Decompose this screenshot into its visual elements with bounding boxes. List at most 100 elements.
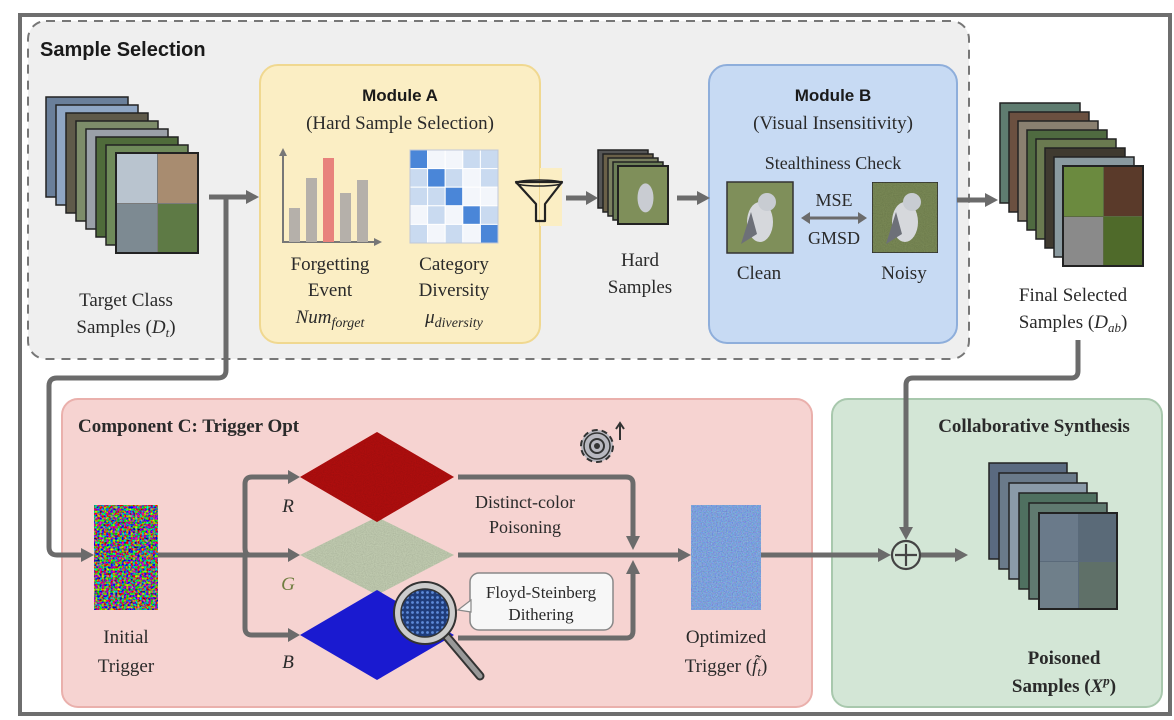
- matrix-cell: [462, 205, 481, 225]
- dithering-line2: Dithering: [508, 605, 574, 624]
- stack-card-border: [1038, 512, 1118, 610]
- matrix-cell: [479, 168, 499, 188]
- bird-head: [903, 193, 921, 211]
- matrix-cell: [409, 149, 429, 170]
- matrix-cell: [462, 186, 481, 207]
- gmsd-label: GMSD: [808, 228, 860, 248]
- diversity-line2: Diversity: [419, 280, 490, 301]
- target-label-line2: Samples (Dt): [76, 317, 175, 340]
- target-class-image-stack: [45, 96, 199, 254]
- final-label-line1: Final Selected: [1019, 285, 1128, 306]
- synthesis-title: Collaborative Synthesis: [938, 416, 1130, 437]
- bird-wing: [741, 212, 757, 244]
- red-channel-diamond: [300, 432, 454, 522]
- forgetting-line1: Forgetting: [291, 254, 370, 275]
- clean-bird-image: [726, 181, 794, 254]
- dithering-line1: Floyd-Steinberg: [486, 583, 597, 602]
- hard-samples-stack: [597, 149, 669, 225]
- magnifier-icon: [393, 581, 485, 681]
- module-a-subtitle: (Hard Sample Selection): [306, 113, 494, 134]
- sample-selection-title: Sample Selection: [40, 39, 206, 61]
- matrix-cell: [427, 149, 446, 170]
- matrix-cell: [409, 186, 429, 207]
- sample-photo: [1040, 514, 1078, 561]
- matrix-cell: [427, 186, 446, 207]
- final-label-line2: Samples (Dab): [1019, 312, 1128, 335]
- poisoned-line2: Samples (Xp): [1012, 673, 1116, 697]
- sample-photo: [1064, 167, 1103, 216]
- sample-photo: [158, 204, 198, 253]
- stealthiness-check-label: Stealthiness Check: [765, 153, 901, 173]
- matrix-cell: [479, 149, 499, 170]
- optimized-trigger-image: [690, 504, 762, 611]
- noisy-label: Noisy: [881, 263, 927, 284]
- funnel-icon: [514, 168, 564, 226]
- gear-optimize-icon: [580, 421, 625, 463]
- channel-label-r: R: [281, 496, 294, 517]
- matrix-cell: [479, 205, 499, 225]
- matrix-cell: [409, 168, 429, 188]
- bird-wing: [886, 212, 902, 244]
- channel-label-g: G: [281, 574, 295, 595]
- matrix-cell: [427, 223, 446, 244]
- mu-diversity-symbol: μdiversity: [424, 307, 484, 331]
- module-b-panel: [708, 64, 958, 344]
- sample-photo: [117, 154, 157, 203]
- matrix-cell: [444, 186, 464, 207]
- noisy-bird-image: [871, 181, 939, 254]
- bar-chart-icon: [279, 148, 382, 246]
- sample-photo: [1064, 217, 1103, 266]
- plus-circle-icon: [890, 539, 922, 571]
- matrix-cell: [409, 223, 429, 244]
- matrix-cell: [427, 205, 446, 225]
- module-b-subtitle: (Visual Insensitivity): [753, 113, 913, 134]
- hard-label-line1: Hard: [621, 250, 659, 271]
- optimized-trigger-line1: Optimized: [686, 627, 767, 648]
- matrix-cell: [462, 223, 481, 244]
- diversity-line1: Category: [419, 254, 489, 275]
- distinct-color-line2: Poisoning: [489, 517, 561, 537]
- matrix-cell: [409, 205, 429, 225]
- distinct-color-line1: Distinct-color: [475, 492, 575, 512]
- matrix-cell: [427, 168, 446, 188]
- poisoned-samples-stack: [988, 462, 1118, 610]
- matrix-cell: [444, 149, 464, 170]
- matrix-cell: [479, 223, 499, 244]
- stack-card-border: [115, 152, 199, 254]
- mse-label: MSE: [815, 190, 852, 210]
- initial-trigger-line1: Initial: [103, 627, 148, 648]
- sample-photo: [1104, 167, 1143, 216]
- sample-photo: [158, 154, 198, 203]
- matrix-cell: [444, 205, 464, 225]
- stack-card-border: [617, 165, 669, 225]
- forgetting-line2: Event: [308, 280, 353, 301]
- target-label-line1: Target Class: [79, 290, 173, 311]
- final-selected-stack: [999, 102, 1144, 267]
- module-a-title: Module A: [362, 86, 438, 105]
- component-c-title: Component C: Trigger Opt: [78, 416, 300, 437]
- flow-connectors: [46, 190, 1081, 562]
- clean-label: Clean: [737, 263, 782, 284]
- branch-connectors: [158, 470, 691, 642]
- sample-photo: [1079, 514, 1117, 561]
- bird-shape: [637, 183, 654, 213]
- sample-photo: [1104, 217, 1143, 266]
- stack-card-border: [1062, 165, 1144, 267]
- initial-trigger-image: [93, 504, 159, 611]
- matrix-cell: [462, 168, 481, 188]
- diversity-matrix-icon: [409, 149, 499, 244]
- matrix-cell: [444, 168, 464, 188]
- double-arrow-icon: [801, 212, 867, 224]
- bird-head: [758, 193, 776, 211]
- channel-label-b: B: [282, 652, 294, 673]
- matrix-cell: [462, 149, 481, 170]
- poisoned-line1: Poisoned: [1028, 648, 1101, 669]
- module-b-title: Module B: [795, 86, 872, 105]
- sample-photo: [117, 204, 157, 253]
- hard-label-line2: Samples: [608, 277, 672, 298]
- matrix-cell: [479, 186, 499, 207]
- initial-trigger-line2: Trigger: [98, 656, 155, 677]
- sample-photo: [1079, 562, 1117, 609]
- num-forget-symbol: Numforget: [295, 307, 366, 331]
- green-channel-diamond: [300, 517, 454, 595]
